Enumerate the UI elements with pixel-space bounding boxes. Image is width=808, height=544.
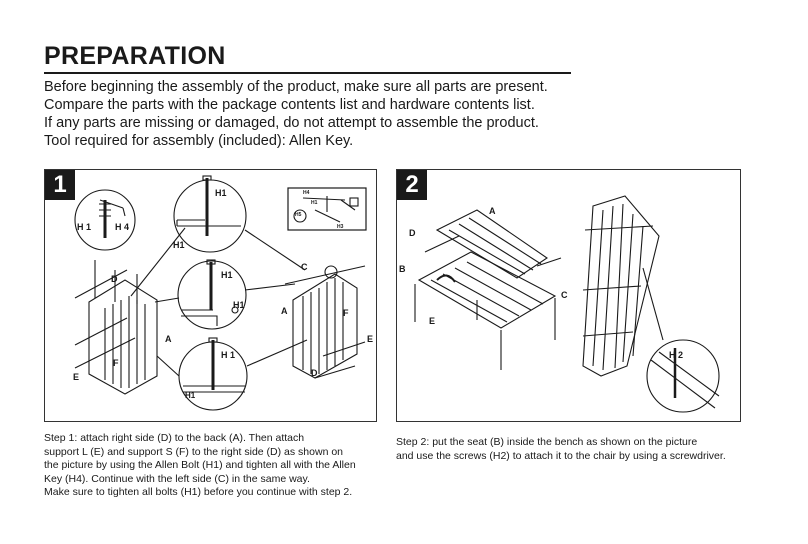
label-h2: H 2 xyxy=(669,350,683,360)
label-e-right: E xyxy=(367,334,373,344)
intro-text: Before beginning the assembly of the pro… xyxy=(44,78,604,150)
label-b: B xyxy=(399,264,406,274)
label-h1d: H1 xyxy=(233,300,245,310)
step2-caption: Step 2: put the seat (B) inside the benc… xyxy=(396,436,726,463)
label-d: D xyxy=(409,228,416,238)
zoom-detail-top-bolt xyxy=(173,179,247,253)
label-h1c: H1 xyxy=(221,270,233,280)
zoom-detail-screw xyxy=(646,339,720,413)
label-h1a: H1 xyxy=(215,188,227,198)
label-c: C xyxy=(561,290,568,300)
step2-caption-line: and use the screws (H2) to attach it to … xyxy=(396,449,726,462)
step1-illustration: H4 H5 H3 H1 H 1 H 4 H1 H1 H1 H1 H 1 H1 xyxy=(73,175,373,411)
title-underline xyxy=(44,72,571,74)
zoom-detail-allen-key xyxy=(74,189,136,251)
label-a: A xyxy=(489,206,496,216)
label-a: A xyxy=(165,334,172,344)
intro-line: Tool required for assembly (included): A… xyxy=(44,133,354,149)
label-a-right: A xyxy=(281,306,288,316)
bench-seat xyxy=(417,251,557,329)
label-h1b: H1 xyxy=(173,240,185,250)
step2-caption-line: Step 2: put the seat (B) inside the benc… xyxy=(396,436,698,448)
label-f-right: F xyxy=(343,308,349,318)
label-d-right: D xyxy=(311,368,318,378)
bench-armrest xyxy=(424,235,562,267)
step2-illustration: A D B C E H 2 xyxy=(399,195,720,413)
hardware-diagram xyxy=(287,187,367,231)
step2-panel: A D B C E H 2 2 xyxy=(396,169,741,422)
label-e: E xyxy=(73,372,79,382)
label-h3s: H3 xyxy=(337,224,344,230)
zoom-detail-middle-bolt xyxy=(177,260,247,330)
label-h1: H 1 xyxy=(77,222,91,232)
step1-caption-line: Step 1: attach right side (D) to the bac… xyxy=(44,432,305,444)
label-h1-bottom-small: H1 xyxy=(185,391,196,400)
step1-number-badge: 1 xyxy=(45,170,75,200)
label-f: F xyxy=(113,358,119,368)
intro-line: If any parts are missing or damaged, do … xyxy=(44,115,539,131)
intro-line: Before beginning the assembly of the pro… xyxy=(44,79,548,95)
label-c: C xyxy=(301,262,308,272)
step1-caption-line: Make sure to tighten all bolts (H1) befo… xyxy=(44,486,353,498)
step1-caption: Step 1: attach right side (D) to the bac… xyxy=(44,432,356,500)
label-d: D xyxy=(111,274,118,284)
label-h1s: H1 xyxy=(311,200,318,206)
step2-number-badge: 2 xyxy=(397,170,427,200)
label-e: E xyxy=(429,316,435,326)
step1-caption-line: Key (H4). Continue with the left side (C… xyxy=(44,472,310,485)
label-h4s: H4 xyxy=(303,190,310,196)
label-h4: H 4 xyxy=(115,222,129,232)
step1-caption-line: support L (E) and support S (F) to the r… xyxy=(44,445,343,458)
page-title: PREPARATION xyxy=(44,42,226,70)
label-h1-bottom: H 1 xyxy=(221,350,235,360)
step1-caption-line: the picture by using the Allen Bolt (H1)… xyxy=(44,459,356,471)
bench-side-right xyxy=(292,273,358,379)
label-h5s: H5 xyxy=(295,212,302,218)
step1-panel: H4 H5 H3 H1 H 1 H 4 H1 H1 H1 H1 H 1 H1 xyxy=(44,169,377,422)
bench-upright-view xyxy=(582,195,660,377)
intro-line: Compare the parts with the package conte… xyxy=(44,97,535,113)
bench-side-left xyxy=(88,279,158,395)
